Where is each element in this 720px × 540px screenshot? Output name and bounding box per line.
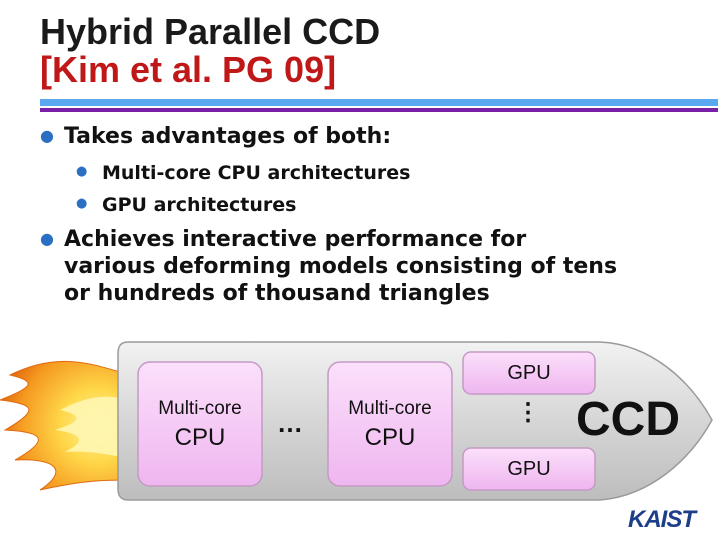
slide-title: Hybrid Parallel CCD [40, 11, 381, 52]
gpu-box-2-label: GPU [507, 458, 551, 480]
slide-subtitle: [Kim et al. PG 09] [40, 49, 337, 90]
ccd-label: CCD [576, 393, 680, 446]
cpu-box-2-line1: Multi-core [348, 398, 432, 419]
bullet-2-text: Achieves interactive performance for var… [64, 227, 618, 306]
cpu-box-2 [327, 361, 453, 487]
sub-bullet-1-text: Multi-core CPU architectures [102, 162, 411, 184]
flame-icon [0, 360, 131, 491]
bullet-1-text: Takes advantages of both: [64, 124, 392, 149]
bullet-dot-icon: ● [40, 229, 54, 248]
cpu-box-2-line2: CPU [364, 424, 416, 451]
cpu-ellipsis: … [277, 408, 303, 438]
cpu-box-1-line1: Multi-core [158, 398, 242, 419]
sub-bullet-2-text: GPU architectures [102, 194, 297, 216]
title-divider-blue [40, 99, 718, 106]
cpu-box-1 [137, 361, 263, 487]
sub-bullet-dot-icon: ● [76, 164, 88, 179]
gpu-box-1 [462, 351, 596, 395]
gpu-ellipsis: ⋮ [516, 399, 540, 426]
hybrid-ccd-diagram [0, 341, 713, 501]
bullet-dot-icon: ● [40, 126, 54, 145]
cpu-box-1-line2: CPU [174, 424, 226, 451]
kaist-logo: KAIST [628, 506, 696, 533]
sub-bullet-dot-icon: ● [76, 196, 88, 211]
gpu-box-1-label: GPU [507, 362, 551, 384]
title-divider-purple [40, 108, 718, 112]
gpu-box-2 [462, 447, 596, 491]
